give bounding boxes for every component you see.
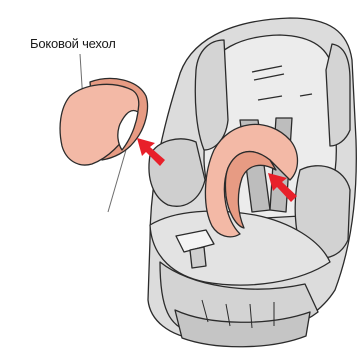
headrest-wing-left [195, 40, 228, 150]
car-seat [148, 18, 356, 347]
side-bolster-left [149, 139, 205, 206]
label-leader-line-lower [108, 150, 126, 212]
headrest-wing-right [326, 44, 350, 146]
crotch-strap [190, 247, 206, 268]
detached-side-cover [60, 78, 147, 165]
